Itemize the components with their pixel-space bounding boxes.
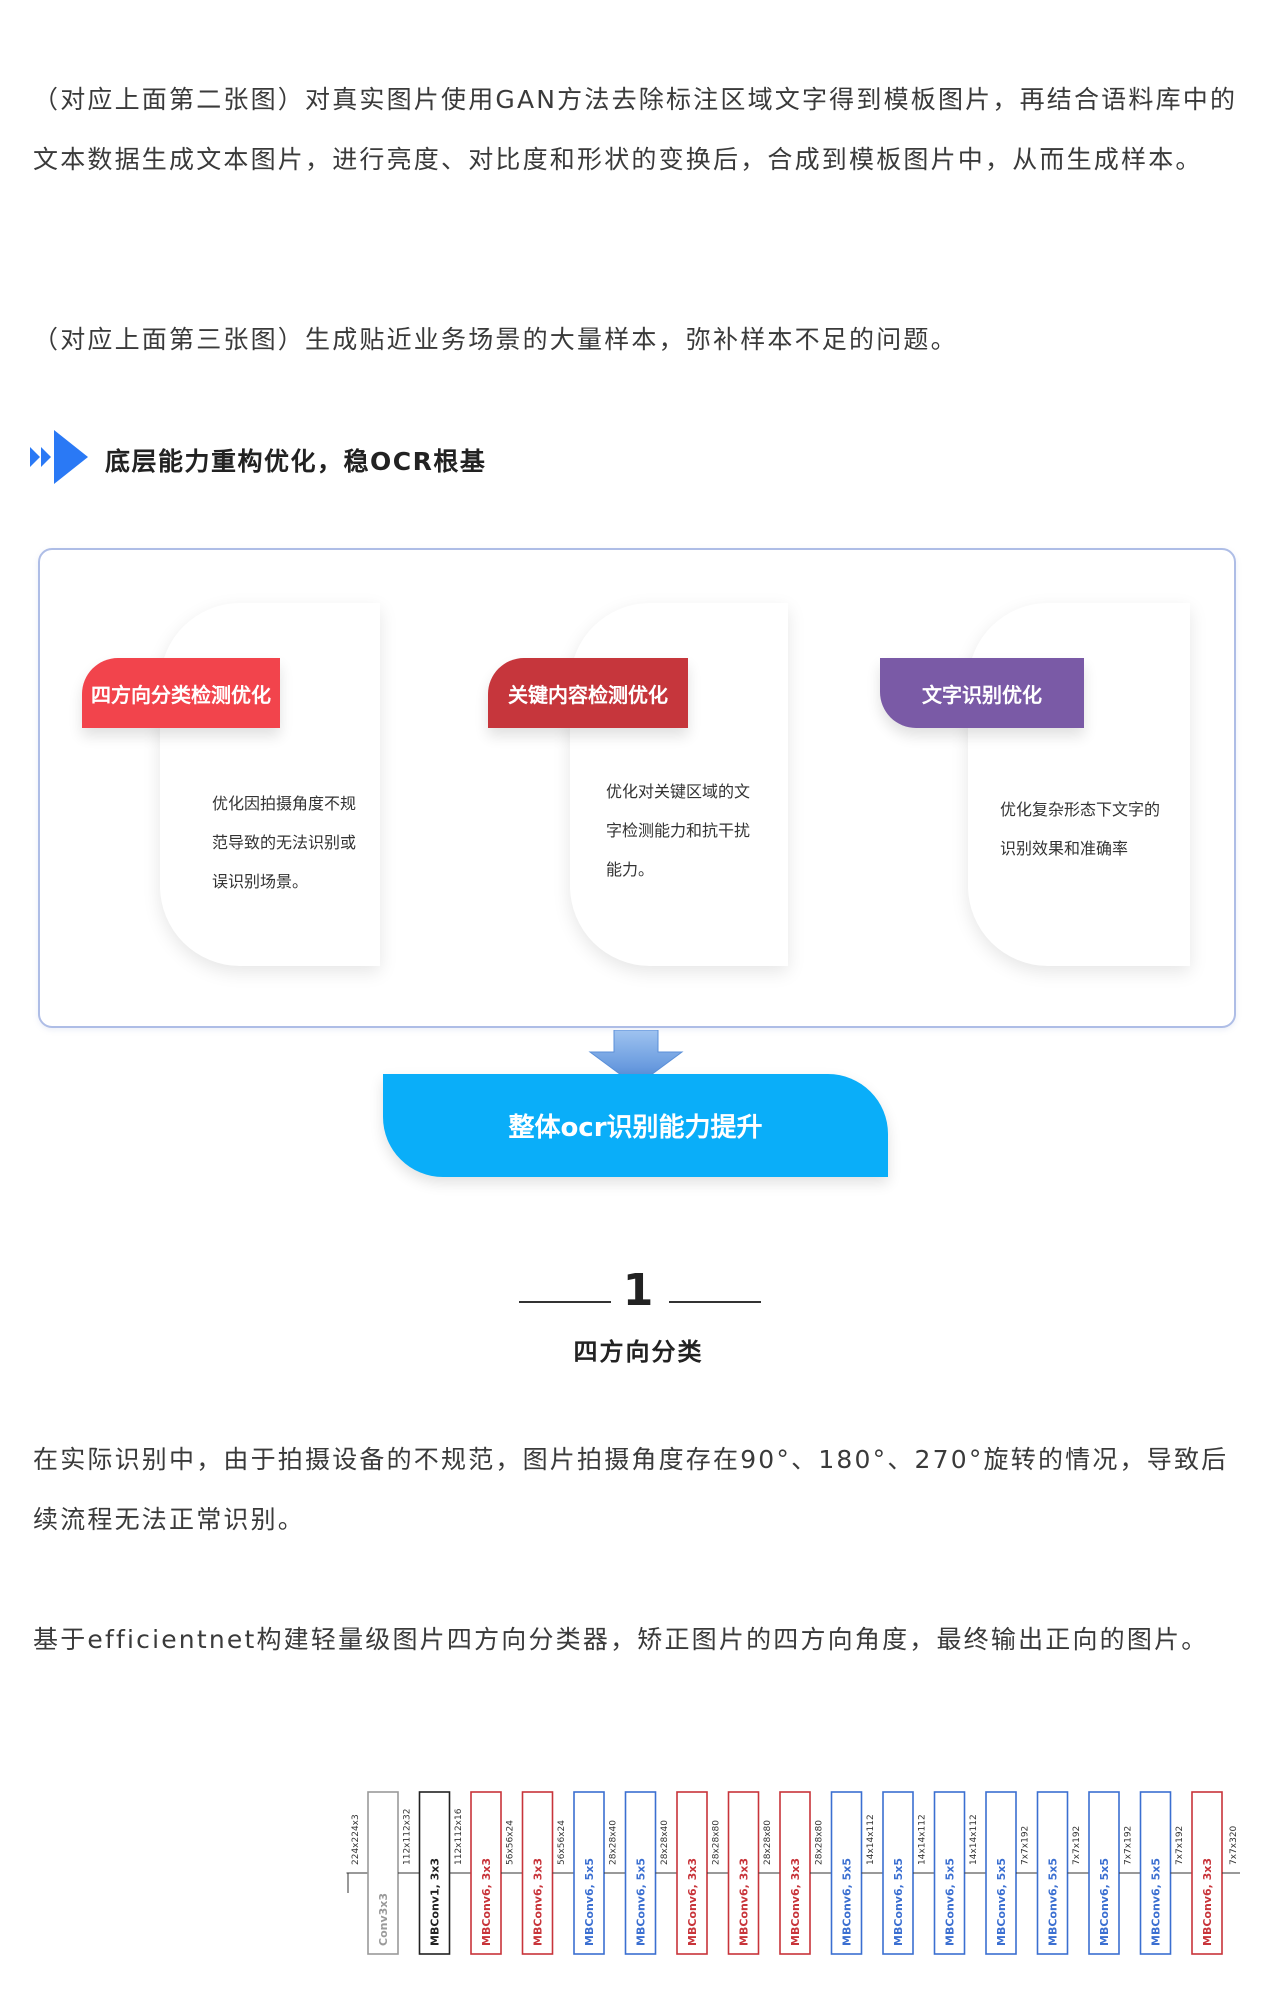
layer-label: MBConv6, 5x5	[944, 1858, 957, 1946]
layer-label: MBConv6, 5x5	[995, 1858, 1008, 1946]
divider-left	[519, 1301, 611, 1303]
layer-label: MBConv6, 5x5	[1098, 1858, 1111, 1946]
layer-label: MBConv1, 3x3	[429, 1858, 442, 1946]
layer-block	[624, 1791, 657, 1955]
layer-label: MBConv6, 5x5	[583, 1858, 596, 1946]
card-key-content-text: 优化对关键区域的文字检测能力和抗干扰能力。	[606, 782, 751, 879]
card-orientation-text: 优化因拍摄角度不规范导致的无法识别或误识别场景。	[212, 794, 357, 891]
layer-label: MBConv6, 3x3	[686, 1858, 699, 1946]
layer-label: MBConv6, 5x5	[892, 1858, 905, 1946]
layer-block	[418, 1791, 451, 1955]
layer-label: MBConv6, 5x5	[841, 1858, 854, 1946]
layer-block	[470, 1791, 502, 1955]
paragraph-rotation-problem: 在实际识别中，由于拍摄设备的不规范，图片拍摄角度存在90°、180°、270°旋…	[33, 1445, 1229, 1534]
dimension-label: 7x7x192	[1124, 1826, 1134, 1865]
dimension-label: 14x14x112	[866, 1814, 876, 1865]
layer-label: MBConv6, 3x3	[1201, 1858, 1214, 1946]
layer-block	[985, 1791, 1017, 1955]
card-text-recognition-text: 优化复杂形态下文字的识别效果和准确率	[1000, 800, 1161, 858]
dimension-label: 14x14x112	[918, 1814, 928, 1865]
layer-block	[1191, 1791, 1223, 1955]
dimension-label: 7x7x192	[1072, 1826, 1082, 1865]
paragraph-gan-synthesis: （对应上面第二张图）对真实图片使用GAN方法去除标注区域文字得到模板图片，再结合…	[33, 85, 1238, 174]
paragraph-sample-generation: （对应上面第三张图）生成贴近业务场景的大量样本，弥补样本不足的问题。	[33, 325, 958, 354]
layer-label: MBConv6, 3x3	[738, 1858, 751, 1946]
dimension-label: 112x112x32	[403, 1809, 413, 1865]
tag-orientation: 四方向分类检测优化	[82, 658, 280, 728]
overall-ocr-improvement-banner: 整体ocr识别能力提升	[383, 1074, 888, 1177]
layer-block	[830, 1791, 863, 1955]
dimension-label: 28x28x40	[609, 1820, 619, 1865]
dimension-label: 7x7x320	[1229, 1825, 1239, 1865]
layer-block	[1088, 1791, 1120, 1955]
dimension-label: 7x7x192	[1175, 1826, 1185, 1865]
section-number-row: 1	[0, 1265, 1277, 1325]
layer-block	[882, 1791, 914, 1955]
layer-label: Conv3x3	[377, 1893, 390, 1946]
layer-label: MBConv6, 5x5	[1047, 1858, 1060, 1946]
layer-block	[727, 1791, 760, 1955]
layer-label: MBConv6, 3x3	[789, 1858, 802, 1946]
double-arrow-icon	[30, 430, 88, 484]
paragraph-efficientnet: 基于efficientnet构建轻量级图片四方向分类器，矫正图片的四方向角度，最…	[33, 1625, 1209, 1654]
section-heading-text: 底层能力重构优化，稳OCR根基	[105, 447, 487, 476]
divider-right	[669, 1301, 761, 1303]
tag-text-recognition: 文字识别优化	[880, 658, 1084, 728]
section-title: 四方向分类	[573, 1338, 704, 1366]
dimension-label: 28x28x80	[763, 1820, 773, 1865]
dimension-label: 28x28x80	[712, 1820, 722, 1865]
layer-label: MBConv6, 5x5	[1150, 1858, 1163, 1946]
dimension-label: 7x7x192	[1021, 1826, 1031, 1865]
layer-block	[1139, 1791, 1172, 1955]
layer-label: MBConv6, 3x3	[480, 1858, 493, 1946]
down-arrow-icon	[588, 1030, 684, 1087]
layer-label: MBConv6, 3x3	[532, 1858, 545, 1946]
dimension-label: 28x28x80	[815, 1820, 825, 1865]
tag-key-content: 关键内容检测优化	[488, 658, 688, 728]
dimension-label: 224x224x3	[351, 1814, 361, 1865]
dimension-label: 112x112x16	[454, 1808, 464, 1865]
section-number: 1	[622, 1265, 654, 1316]
dimension-label: 56x56x24	[557, 1820, 567, 1865]
dimension-label: 28x28x40	[660, 1820, 670, 1865]
layer-block	[933, 1791, 966, 1955]
dimension-label: 56x56x24	[506, 1820, 516, 1865]
layer-label: MBConv6, 5x5	[635, 1858, 648, 1946]
dimension-label: 14x14x112	[969, 1814, 979, 1865]
